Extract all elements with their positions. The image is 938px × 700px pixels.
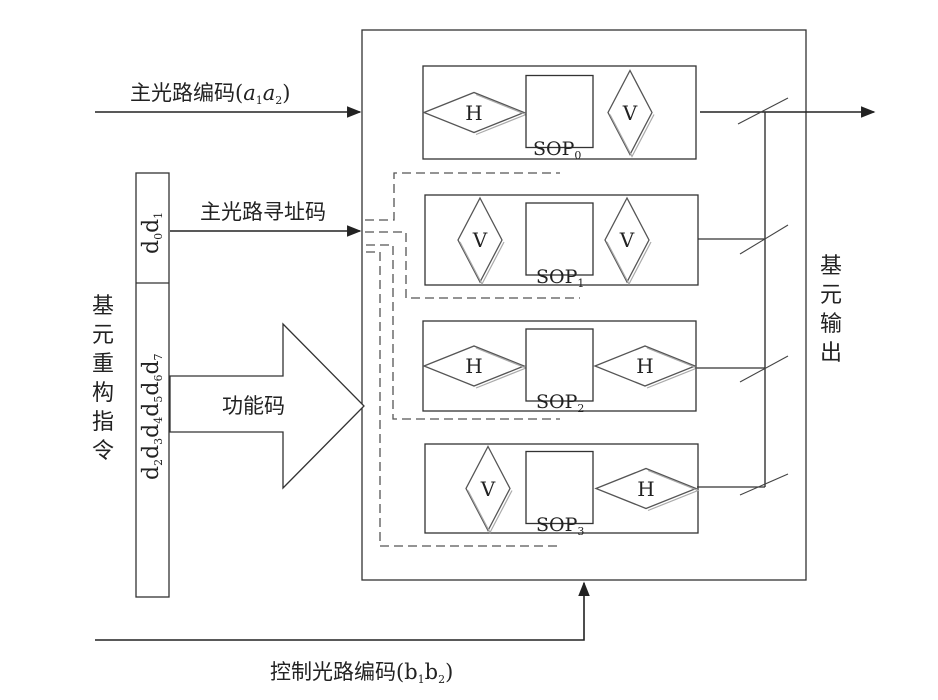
sop-3-right-diamond: [594, 467, 698, 510]
sop-0-left-diamond: [422, 91, 526, 134]
slash-mark-0: [737, 97, 789, 125]
sop-1-right-diamond: [604, 196, 650, 284]
sop-boxes: [422, 65, 700, 534]
sop-3-left-diamond: [465, 445, 511, 532]
unit-output-label: 基元输出: [820, 252, 842, 368]
dashed-control-lines: [365, 172, 580, 547]
reconfig-instruction-char: 基: [92, 294, 115, 319]
sop-2-left-letter: H: [465, 354, 483, 378]
register-bottom-sub: 6: [152, 374, 165, 382]
control-code-b2: b: [424, 660, 439, 684]
register-bottom-sub: 5: [152, 395, 165, 403]
main-light-code-label: 主光路编码(a1a2): [130, 81, 291, 107]
reconfig-instruction-char: 构: [92, 381, 115, 407]
sop-3-box: [424, 443, 699, 534]
sop-0-index: 0: [574, 149, 582, 162]
main-light-code-text: 主光路编码(: [130, 81, 244, 105]
control-code-arrow: [95, 581, 590, 641]
dashed-line-sop0: [365, 172, 560, 221]
register-bottom-d: d: [139, 381, 164, 396]
control-code-s2: 2: [438, 673, 446, 686]
sop-3-name: SOP: [536, 514, 578, 536]
reconfig-instruction-label: 基元重构指令: [92, 292, 114, 466]
reconfig-instruction-char: 指: [92, 410, 115, 436]
sop-1-box: [424, 194, 699, 286]
unit-output-char: 基: [820, 254, 843, 279]
register-top-label: d0d1: [139, 211, 165, 254]
main-light-code-close: ): [282, 81, 291, 105]
sop-2-square: [525, 328, 594, 402]
register-bottom-sub: 2: [152, 458, 165, 466]
slash-mark-3: [739, 473, 789, 496]
register-bottom-label: d2d3d4d5d6d7: [139, 353, 165, 480]
sop-2-label: SOP2: [536, 391, 585, 415]
sop-3-label: SOP3: [536, 514, 585, 538]
dashed-line-sop1: [365, 231, 580, 299]
register-bottom-sub: 3: [152, 437, 165, 445]
sop-3-left-diamond-shadow: [467, 490, 513, 534]
sop-1-right-diamond-shadow: [606, 241, 652, 286]
sop-3-left-letter: V: [480, 476, 496, 501]
unit-output-char: 元: [820, 283, 843, 309]
main-light-code-a2: a: [262, 81, 276, 105]
sop-3-right-letter: H: [637, 476, 655, 501]
function-code-label: 功能码: [222, 394, 285, 418]
dashed-line-sop2: [366, 244, 560, 420]
sop-0-right-diamond-shadow: [609, 114, 655, 158]
sop-1-right-letter: V: [619, 228, 635, 252]
sop-0-label: SOP0: [533, 138, 582, 162]
slash-mark-2: [739, 355, 789, 383]
sop-0-square: [525, 74, 594, 149]
function-code-arrow: [169, 322, 365, 490]
register-bottom-sub: 4: [152, 416, 165, 424]
unit-output-char: 出: [820, 341, 843, 367]
reconfig-instruction-char: 令: [92, 439, 115, 465]
sop-2-right-letter: H: [636, 354, 654, 378]
unit-frame: [361, 29, 807, 581]
control-code-close: ): [445, 660, 454, 684]
sop-3-index: 3: [577, 525, 585, 538]
control-code-s1: 1: [417, 673, 425, 686]
sop-0-name: SOP: [533, 138, 575, 160]
address-code-label: 主光路寻址码: [200, 200, 326, 224]
register-bottom-d: d: [139, 423, 164, 438]
register-bottom-sub: 7: [152, 353, 165, 361]
slash-mark-1: [739, 224, 789, 255]
register-top-s1: 1: [152, 211, 165, 219]
sop-1-index: 1: [577, 277, 585, 290]
sop-0-left-letter: H: [465, 100, 483, 125]
unit-output-char: 输: [820, 312, 843, 338]
sop-0-right-letter: V: [622, 100, 638, 125]
sop-1-name: SOP: [536, 266, 578, 288]
sop-1-left-diamond: [457, 196, 503, 284]
register-top-s0: 0: [152, 232, 165, 240]
sop-0-right-diamond: [607, 69, 653, 156]
main-light-code-s2: 2: [275, 94, 283, 107]
register-bottom-d: d: [139, 360, 164, 375]
register-bottom-d: d: [139, 465, 164, 480]
register-bottom-d: d: [139, 444, 164, 459]
sop-2-left-diamond: [422, 345, 526, 387]
reconfig-instruction-char: 重: [92, 352, 115, 378]
sop-1-left-diamond-shadow: [459, 241, 505, 286]
sop-3-square: [525, 450, 594, 525]
register-top-d1: d: [139, 218, 164, 233]
sop-2-name: SOP: [536, 391, 578, 413]
register-bottom-d: d: [139, 402, 164, 417]
sop-1-label: SOP1: [536, 266, 585, 290]
sop-1-left-letter: V: [472, 228, 488, 252]
sop-2-index: 2: [577, 402, 585, 415]
control-code-label: 控制光路编码(b1b2): [270, 660, 454, 686]
main-light-code-a1: a: [243, 81, 256, 105]
main-light-code-s1: 1: [255, 94, 263, 107]
instruction-register: [135, 172, 170, 598]
reconfig-instruction-char: 元: [92, 323, 115, 349]
sop-3-right-diamond-shadow: [647, 469, 700, 512]
sop-2-right-diamond: [593, 345, 697, 387]
dashed-line-sop3: [366, 251, 560, 547]
control-code-text: 控制光路编码(b: [270, 660, 418, 684]
sop-1-square: [525, 202, 594, 276]
register-top-d0: d: [139, 239, 164, 254]
